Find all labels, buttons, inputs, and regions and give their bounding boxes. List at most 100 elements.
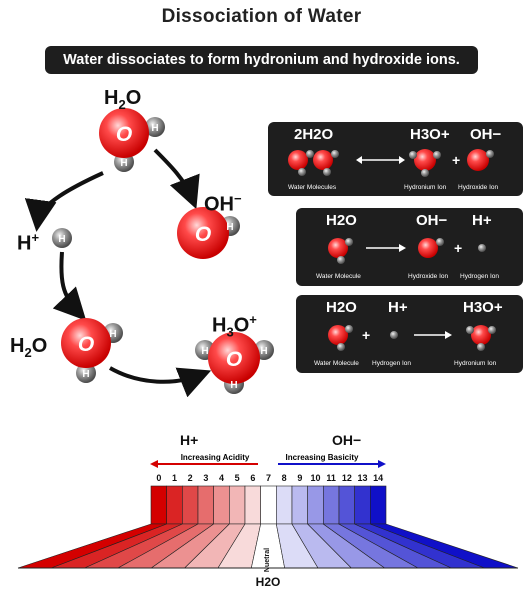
ph-segment-7 <box>260 485 277 525</box>
panel3-water-molecule <box>328 325 353 351</box>
panel2-water-formula: H2O <box>326 212 357 229</box>
panel2-hydroxide <box>418 238 444 258</box>
hydroxide-ion: O H <box>177 207 240 259</box>
water-molecule-top: O H H <box>99 108 165 172</box>
svg-text:H: H <box>201 346 208 357</box>
svg-text:H: H <box>230 380 237 391</box>
panel3-caption-hydrogen: Hydrogen Ion <box>372 360 412 367</box>
panel1-water-molecules <box>288 150 339 176</box>
ph-number-6: 6 <box>250 473 255 483</box>
svg-text:O: O <box>116 123 132 146</box>
water-molecule-left: O H H <box>61 318 123 383</box>
label-hydronium: H3O+ <box>212 312 257 340</box>
panel3-hydrogen-formula: H+ <box>388 299 408 316</box>
svg-text:+: + <box>362 327 370 343</box>
panel1-caption-water: Water Molecules <box>288 184 337 191</box>
svg-text:O: O <box>78 333 94 356</box>
ph-number-10: 10 <box>310 473 320 483</box>
dissociation-cycle-diagram: O H H O H H O H H O H H H <box>24 108 274 398</box>
ph-number-8: 8 <box>282 473 287 483</box>
svg-text:H: H <box>82 369 89 380</box>
panel1-reactant-formula: 2H2O <box>294 126 334 143</box>
arrow-to-water <box>52 251 87 321</box>
ph-segment-10 <box>307 485 324 525</box>
hydronium-ion: O H H H <box>195 332 274 394</box>
panel2-hydrogen-ion <box>478 244 486 252</box>
ph-segment-6 <box>244 485 261 525</box>
ph-segment-12 <box>338 485 355 525</box>
label-h-plus: H+ <box>17 230 40 255</box>
reaction-panel-2: H2O OH− H+ + Water Molecule Hydroxide Io… <box>296 208 523 286</box>
panel2-caption-hydrogen: Hydrogen Ion <box>460 273 500 280</box>
panel3-hydronium <box>466 325 496 351</box>
svg-text:+: + <box>452 152 460 168</box>
increasing-basicity-label: Increasing Basicity <box>286 453 359 462</box>
ph-number-1: 1 <box>172 473 177 483</box>
description-banner: Water dissociates to form hydronium and … <box>45 46 478 74</box>
ph-number-13: 13 <box>357 473 367 483</box>
svg-text:O: O <box>226 348 242 371</box>
ph-number-11: 11 <box>326 473 336 483</box>
panel3-hydrogen-ion <box>390 331 398 339</box>
ph-bar <box>17 485 519 569</box>
panel1-caption-hydroxide: Hydroxide Ion <box>458 184 499 191</box>
ph-number-12: 12 <box>342 473 352 483</box>
hydrogen-ion: H <box>52 228 72 248</box>
ph-water-label: H2O <box>256 575 281 589</box>
panel3-caption-hydronium: Hydronium Ion <box>454 360 497 367</box>
ph-segment-3 <box>197 485 214 525</box>
panel1-hydroxide <box>467 149 494 171</box>
ph-segment-1 <box>166 485 183 525</box>
neutral-label: Nuetral <box>264 548 271 572</box>
label-water-left: H2O <box>10 335 48 360</box>
label-hydroxide: OH− <box>204 191 242 216</box>
ph-scale: Increasing Acidity Increasing Basicity 0… <box>17 453 519 589</box>
ph-number-5: 5 <box>235 473 240 483</box>
svg-text:H: H <box>120 158 127 169</box>
ph-segment-8 <box>276 485 293 525</box>
ph-segment-11 <box>323 485 340 525</box>
panel1-hydroxide-formula: OH− <box>470 126 502 143</box>
arrow-to-hydronium <box>109 366 212 398</box>
panel2-caption-hydroxide: Hydroxide Ion <box>408 273 449 280</box>
ph-segment-14 <box>370 485 387 525</box>
ph-number-0: 0 <box>156 473 161 483</box>
panel3-caption-water: Water Molecule <box>314 360 359 367</box>
ph-segment-4 <box>213 485 230 525</box>
panel1-hydronium-formula: H3O+ <box>410 126 450 143</box>
panel2-caption-water: Water Molecule <box>316 273 361 280</box>
ph-number-14: 14 <box>373 473 383 483</box>
panel3-hydronium-formula: H3O+ <box>463 299 503 316</box>
increasing-acidity-label: Increasing Acidity <box>181 453 250 462</box>
arrow-to-hydroxide <box>153 148 200 210</box>
reaction-panel-3: H2O H+ H3O+ + Water Molecule Hydrogen Io… <box>296 295 523 373</box>
ph-number-7: 7 <box>266 473 271 483</box>
ph-segment-5 <box>229 485 246 525</box>
page-title: Dissociation of Water <box>161 6 362 27</box>
svg-text:H: H <box>226 222 233 233</box>
ph-number-2: 2 <box>188 473 193 483</box>
panel1-hydronium <box>409 149 441 177</box>
panel2-hydroxide-formula: OH− <box>416 212 448 229</box>
ph-number-3: 3 <box>203 473 208 483</box>
svg-text:H: H <box>260 346 267 357</box>
panel3-water-formula: H2O <box>326 299 357 316</box>
arrow-to-h-plus <box>24 171 104 232</box>
svg-text:H: H <box>151 123 158 134</box>
panel2-water-molecule <box>328 238 353 264</box>
panel2-hydrogen-formula: H+ <box>472 212 492 229</box>
ph-number-9: 9 <box>297 473 302 483</box>
ph-segment-13 <box>354 485 371 525</box>
svg-text:+: + <box>454 240 462 256</box>
ph-segment-9 <box>291 485 308 525</box>
svg-text:O: O <box>195 223 211 246</box>
ph-segment-2 <box>182 485 199 525</box>
ph-base-label: OH− <box>332 432 362 448</box>
ph-number-4: 4 <box>219 473 224 483</box>
ph-segment-0 <box>150 485 167 525</box>
panel1-caption-hydronium: Hydronium Ion <box>404 184 447 191</box>
svg-text:H: H <box>58 234 65 245</box>
svg-text:H: H <box>109 329 116 340</box>
reaction-panel-1: 2H2O H3O+ OH− + Water Molecules Hydroniu… <box>268 122 523 196</box>
